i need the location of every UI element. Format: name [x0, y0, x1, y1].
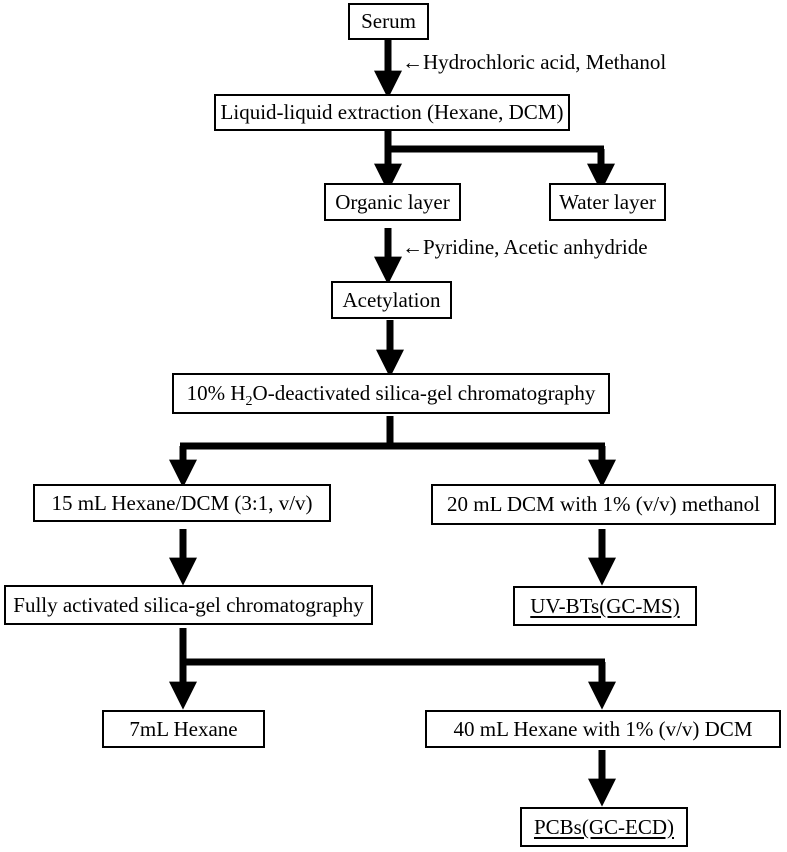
node-fully-activated-silica-gel-label: Fully activated silica-gel chromatograph… [13, 592, 364, 617]
node-water-layer-label: Water layer [559, 189, 656, 214]
node-40ml-hexane-dcm: 40 mL Hexane with 1% (v/v) DCM [425, 710, 781, 748]
reagent-annotation-2: ←Pyridine, Acetic anhydride [402, 235, 648, 259]
node-fully-activated-silica-gel: Fully activated silica-gel chromatograph… [4, 585, 373, 625]
node-serum-label: Serum [361, 9, 416, 33]
node-organic-layer: Organic layer [324, 183, 461, 221]
node-serum: Serum [348, 3, 429, 40]
node-hexane-dcm: 15 mL Hexane/DCM (3:1, v/v) [33, 484, 331, 522]
node-liquid-liquid-extraction-label: Liquid-liquid extraction (Hexane, DCM) [220, 100, 564, 124]
node-water-layer: Water layer [549, 183, 666, 221]
node-acetylation: Acetylation [331, 281, 452, 319]
node-uv-bts: UV-BTs(GC-MS) [513, 586, 697, 626]
node-uv-bts-label: UV-BTs(GC-MS) [530, 593, 680, 618]
node-7ml-hexane-label: 7mL Hexane [129, 716, 238, 741]
node-liquid-liquid-extraction: Liquid-liquid extraction (Hexane, DCM) [214, 94, 570, 131]
node-pcbs-label: PCBs(GC-ECD) [533, 814, 675, 839]
node-acetylation-label: Acetylation [342, 287, 441, 312]
node-hexane-dcm-label: 15 mL Hexane/DCM (3:1, v/v) [51, 490, 313, 515]
node-dcm-methanol-label: 20 mL DCM with 1% (v/v) methanol [446, 492, 761, 516]
node-7ml-hexane: 7mL Hexane [102, 710, 265, 748]
node-dcm-methanol: 20 mL DCM with 1% (v/v) methanol [431, 484, 776, 525]
node-40ml-hexane-dcm-label: 40 mL Hexane with 1% (v/v) DCM [453, 716, 753, 741]
reagent-annotation-1: ←Hydrochloric acid, Methanol [402, 50, 667, 74]
node-organic-layer-label: Organic layer [335, 189, 450, 214]
node-deactivated-silica-gel: 10% H2O-deactivated silica-gel chromatog… [172, 373, 610, 414]
node-deactivated-silica-gel-label: 10% H2O-deactivated silica-gel chromatog… [186, 381, 596, 410]
node-pcbs: PCBs(GC-ECD) [520, 807, 688, 847]
